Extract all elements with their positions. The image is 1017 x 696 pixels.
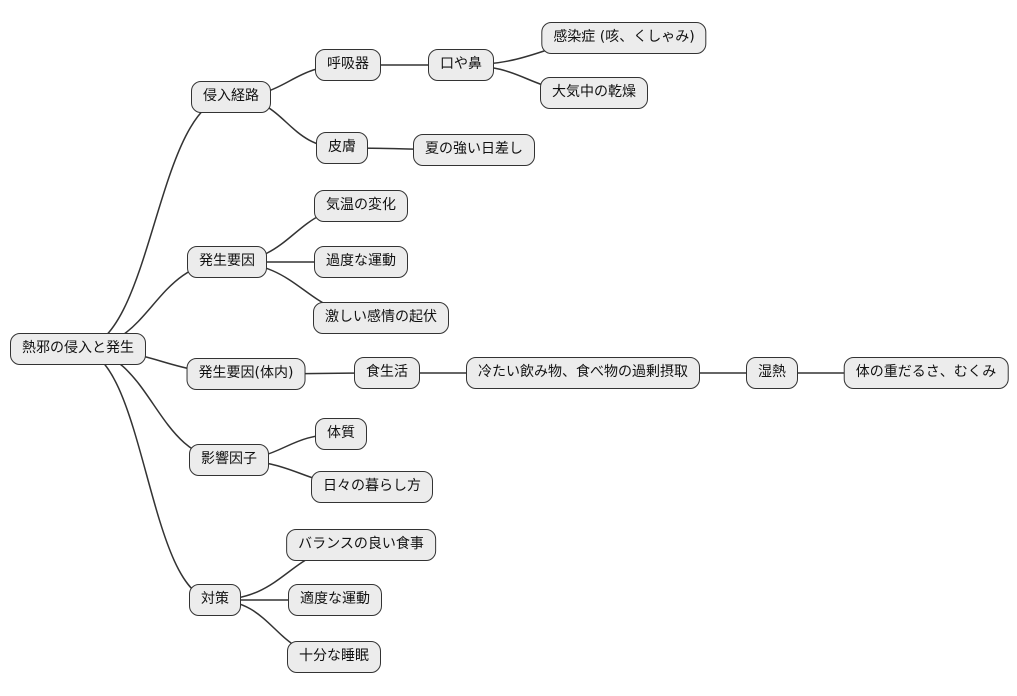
mindmap-node-n4a: 体質 bbox=[315, 418, 367, 450]
edge-root-n1 bbox=[77, 96, 232, 350]
mindmap-node-n2b: 過度な運動 bbox=[314, 246, 408, 278]
mindmap-node-n1a1a: 感染症 (咳、くしゃみ) bbox=[541, 22, 707, 54]
mindmap-node-n5a: バランスの良い食事 bbox=[286, 529, 436, 561]
mindmap-node-n3: 発生要因(体内) bbox=[186, 358, 306, 390]
mindmap-node-n2c: 激しい感情の起伏 bbox=[313, 302, 449, 334]
mindmap-node-n1b1: 夏の強い日差し bbox=[413, 134, 535, 166]
mindmap-root-node: 熱邪の侵入と発生 bbox=[10, 333, 146, 365]
mindmap-node-n1a1: 口や鼻 bbox=[428, 49, 494, 81]
mindmap-node-n1b: 皮膚 bbox=[316, 132, 368, 164]
mindmap-node-n5c: 十分な睡眠 bbox=[287, 641, 381, 673]
mindmap-node-n1a: 呼吸器 bbox=[315, 49, 381, 81]
mindmap-node-n2: 発生要因 bbox=[187, 246, 267, 278]
mindmap-node-n1a1b: 大気中の乾燥 bbox=[540, 77, 648, 109]
mindmap-node-n4: 影響因子 bbox=[189, 444, 269, 476]
mindmap-node-n3a1: 冷たい飲み物、食べ物の過剰摂取 bbox=[466, 357, 700, 389]
mindmap-node-n2a: 気温の変化 bbox=[314, 190, 408, 222]
mindmap-node-n4b: 日々の暮らし方 bbox=[311, 471, 433, 503]
mindmap-node-n3a: 食生活 bbox=[354, 357, 420, 389]
mindmap-node-n5b: 適度な運動 bbox=[288, 584, 382, 616]
mindmap-node-n3a1a1: 体の重だるさ、むくみ bbox=[843, 357, 1009, 389]
mindmap-node-n5: 対策 bbox=[189, 584, 241, 616]
mindmap-node-n3a1a: 湿熱 bbox=[746, 357, 798, 389]
mindmap-node-n1: 侵入経路 bbox=[191, 81, 271, 113]
